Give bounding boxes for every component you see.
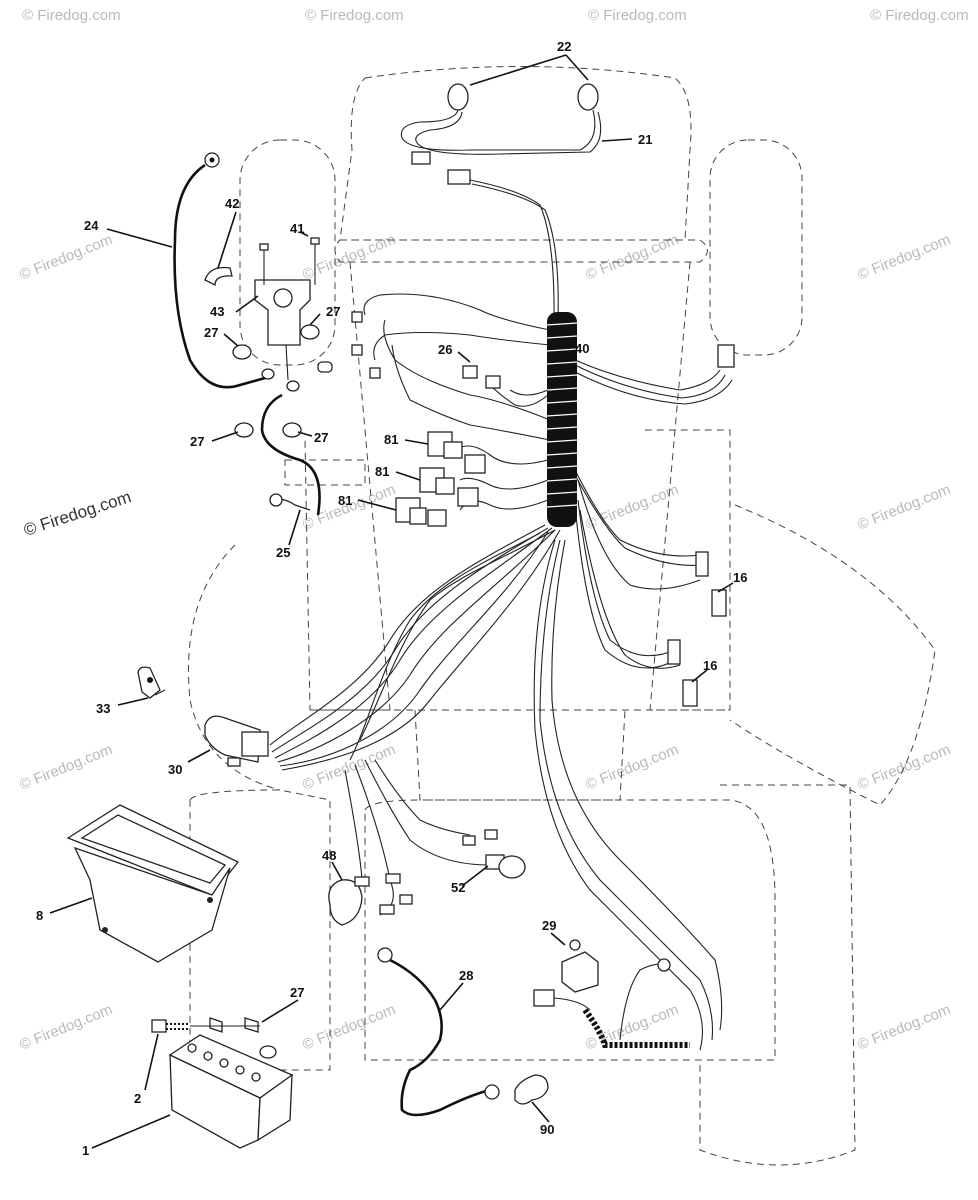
tractor-outline: [187, 66, 936, 1166]
relay-socket: [457, 487, 479, 507]
label-16-lower: 16: [703, 658, 717, 673]
switch-29: [533, 939, 599, 1011]
label-90: 90: [540, 1122, 554, 1137]
label-40: 40: [575, 341, 589, 356]
watermark-main: © Firedog.com: [21, 487, 133, 540]
label-27-battery: 27: [290, 985, 304, 1000]
watermark: © Firedog.com: [855, 741, 953, 794]
watermark: © Firedog.com: [300, 1001, 398, 1054]
label-16-upper: 16: [733, 570, 747, 585]
label-26: 26: [438, 342, 452, 357]
label-81-middle: 81: [375, 464, 389, 479]
ignition-switch-30: [204, 715, 269, 767]
label-81-top: 81: [384, 432, 398, 447]
callout-labels: 22 21 24 42 41 43 27 27 27 27 25 26 40 8…: [36, 39, 747, 1158]
main-harness-wires: [269, 179, 733, 1051]
watermark: © Firedog.com: [17, 741, 115, 794]
connector: [447, 169, 471, 185]
solenoid: [254, 279, 311, 346]
label-33: 33: [96, 701, 110, 716]
coil-cord: [582, 958, 690, 1048]
connectors-16: [667, 344, 735, 707]
bulb-48: [328, 873, 413, 926]
cable-25: [260, 393, 321, 516]
connector: [411, 151, 431, 165]
harness-wrap: [547, 312, 577, 527]
leader-lines: [49, 54, 734, 1149]
battery-terminal: [259, 1045, 277, 1059]
label-52: 52: [451, 880, 465, 895]
label-8: 8: [36, 908, 43, 923]
label-27-lower-left: 27: [190, 434, 204, 449]
label-25: 25: [276, 545, 290, 560]
bolt-41: [259, 243, 269, 251]
nut-27: [300, 324, 320, 340]
relay-81-bottom: [395, 497, 447, 527]
harness-wrap-40: [546, 312, 578, 527]
connector-26: [317, 311, 501, 389]
headlight-bulb-left: [447, 83, 469, 111]
relay-socket: [427, 509, 447, 527]
bolt-41: [310, 237, 320, 245]
cable-28: [377, 947, 500, 1117]
label-48: 48: [322, 848, 336, 863]
label-43: 43: [210, 304, 224, 319]
headlight-harness: [400, 83, 602, 185]
label-81-bottom: 81: [338, 493, 352, 508]
boot-90: [514, 1074, 549, 1105]
watermark: © Firedog.com: [870, 7, 969, 24]
relay-socket: [464, 454, 486, 474]
key-33: [137, 666, 166, 699]
cable-24: [173, 152, 266, 389]
label-42: 42: [225, 196, 239, 211]
relay-81-middle: [419, 467, 479, 507]
label-22: 22: [557, 39, 571, 54]
headlight-bulb-right: [577, 83, 599, 111]
relay-81-top: [427, 431, 486, 474]
watermark: © Firedog.com: [855, 1001, 953, 1054]
watermark: © Firedog.com: [855, 231, 953, 284]
label-1: 1: [82, 1143, 89, 1158]
relays: [395, 431, 486, 527]
label-29: 29: [542, 918, 556, 933]
bulb-52: [462, 829, 526, 879]
bolt-2: [151, 1017, 260, 1033]
watermark: © Firedog.com: [305, 7, 404, 24]
watermark: © Firedog.com: [583, 231, 681, 284]
watermark: © Firedog.com: [588, 7, 687, 24]
nut-27: [282, 422, 302, 438]
watermark: © Firedog.com: [583, 741, 681, 794]
label-30: 30: [168, 762, 182, 777]
label-27-lower-right: 27: [314, 430, 328, 445]
label-21: 21: [638, 132, 652, 147]
watermark: © Firedog.com: [22, 7, 121, 24]
nut-27: [234, 422, 254, 438]
label-41: 41: [290, 221, 304, 236]
label-24: 24: [84, 218, 99, 233]
watermark: © Firedog.com: [855, 481, 953, 534]
boot-42: [204, 266, 233, 287]
watermark: © Firedog.com: [17, 1001, 115, 1054]
label-27-upper-left: 27: [204, 325, 218, 340]
label-2: 2: [134, 1091, 141, 1106]
nut-27: [232, 344, 252, 360]
label-27-upper-right: 27: [326, 304, 340, 319]
watermark: © Firedog.com: [17, 231, 115, 284]
battery-1: [168, 1034, 294, 1149]
label-28: 28: [459, 968, 473, 983]
battery-tray-8: [66, 804, 240, 963]
